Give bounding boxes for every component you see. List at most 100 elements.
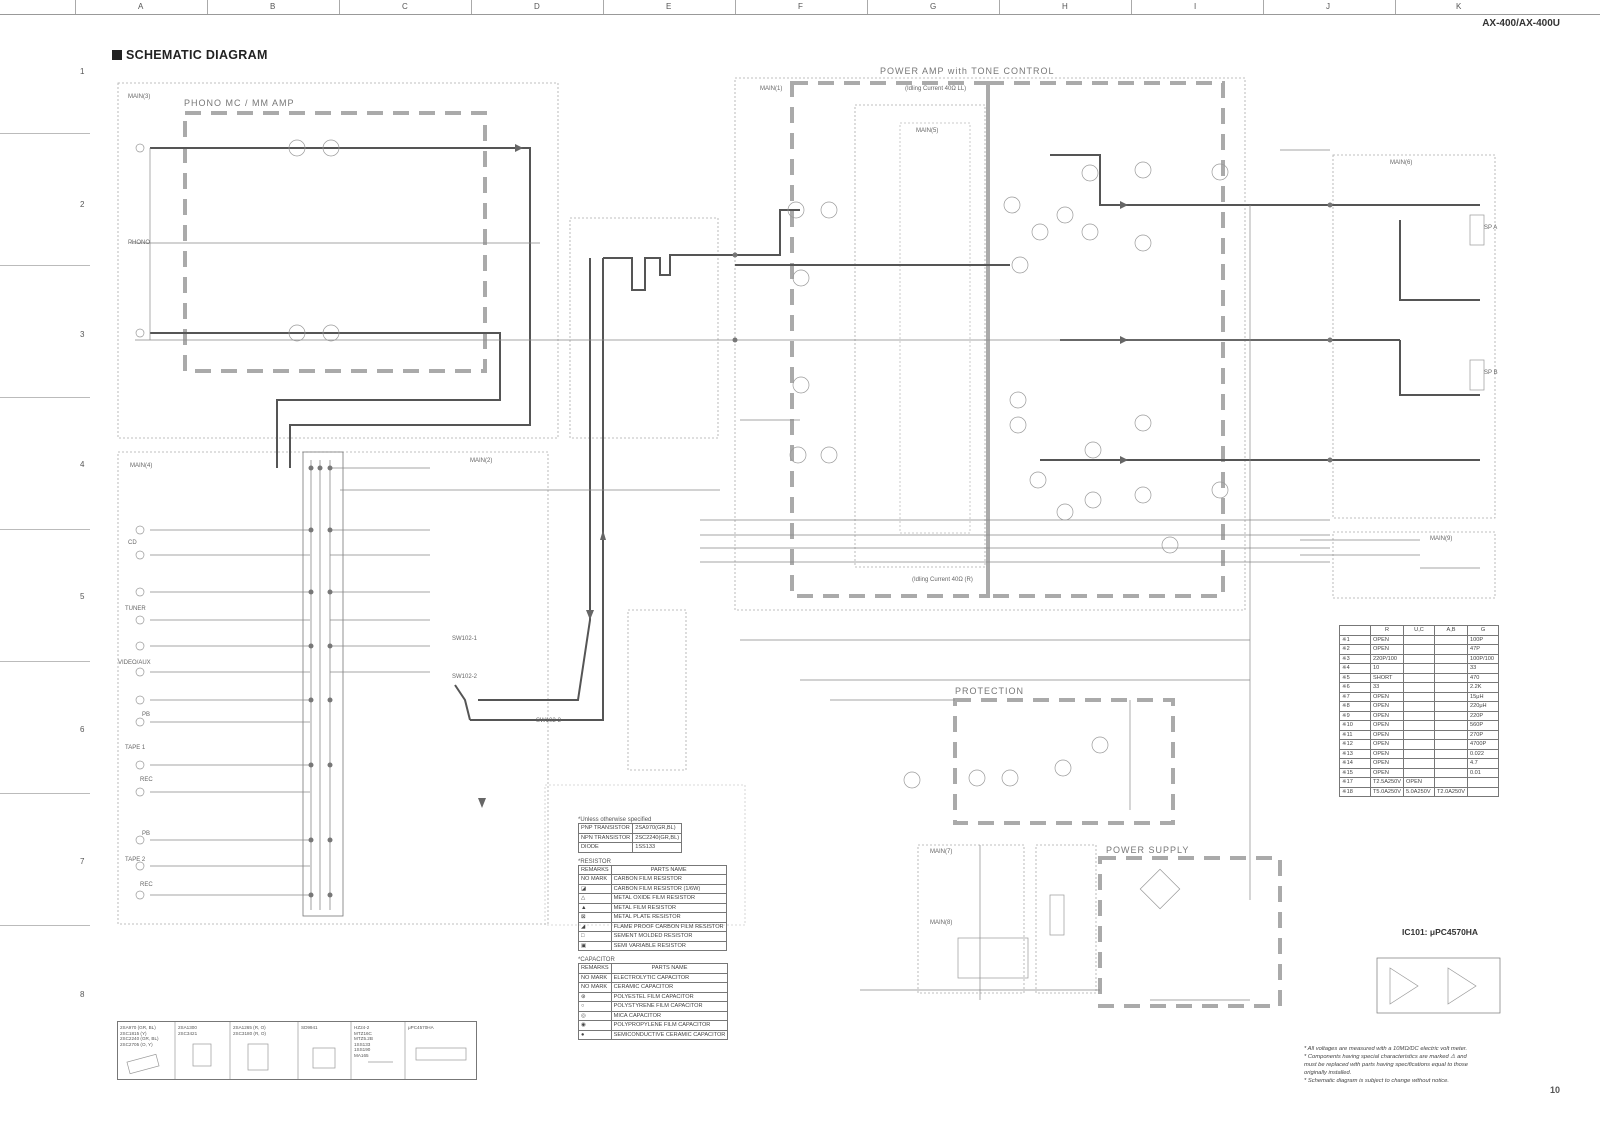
- table-cell: ※2: [1339, 644, 1371, 655]
- speaker-b-label: SP B: [1484, 370, 1498, 376]
- col-label-e: E: [666, 2, 672, 11]
- input-tape1-label: TAPE 1: [125, 745, 146, 751]
- table-cell: POLYPROPYLENE FILM CAPACITOR: [610, 1020, 729, 1031]
- footnotes: * All voltages are measured with a 10MΩ/…: [1304, 1045, 1534, 1085]
- block-main1: MAIN(1): [760, 86, 783, 92]
- package-drawings: [126, 1022, 467, 1079]
- tape2-rec-label: REC: [140, 882, 153, 888]
- block-main2: MAIN(2): [470, 458, 493, 464]
- capacitor-table-row: ◉POLYPROPYLENE FILM CAPACITOR: [578, 1020, 729, 1031]
- table-cell: 220P: [1467, 710, 1499, 721]
- capacitor-table-row: ◎MICA CAPACITOR: [578, 1010, 729, 1021]
- table-cell: [1434, 691, 1468, 702]
- speaker-a-label: SP A: [1484, 225, 1498, 231]
- table-cell: ※12: [1339, 739, 1371, 750]
- package-label-5: HZ24-2 MTZ16C MTZ5.2B 1SS133 1SS190 MA16…: [354, 1025, 373, 1058]
- resistor-heading: *RESISTOR: [578, 858, 611, 865]
- table-cell: PNP TRANSISTOR: [577, 823, 634, 834]
- row-label-3: 3: [80, 330, 85, 339]
- table-cell: ※10: [1339, 720, 1371, 731]
- table-cell: SEMENT MOLDED RESISTOR: [610, 931, 727, 942]
- ic-label: IC101: μPC4570HA: [1402, 927, 1479, 937]
- table-header-cell: REMARKS: [578, 864, 612, 875]
- table-cell: [1434, 739, 1468, 750]
- table-cell: [1403, 663, 1435, 674]
- table-cell: 2SC2240(GR,BL): [632, 832, 683, 843]
- col-label-f: F: [798, 2, 803, 11]
- table-cell: ⊛: [578, 991, 612, 1002]
- table-cell: T2.0A250V: [1434, 786, 1468, 797]
- table-cell: 220P/100: [1370, 653, 1404, 664]
- table-cell: OPEN: [1370, 758, 1404, 769]
- table-cell: ※13: [1339, 748, 1371, 759]
- block-main9: MAIN(9): [1430, 536, 1453, 542]
- table-cell: ※11: [1339, 729, 1371, 740]
- table-cell: CERAMIC CAPACITOR: [610, 982, 729, 993]
- table-cell: [1434, 672, 1468, 683]
- table-cell: [1434, 729, 1468, 740]
- resistor-table-row: □SEMENT MOLDED RESISTOR: [578, 931, 727, 942]
- footnote: * Components having special characterist…: [1304, 1054, 1467, 1060]
- package-label-3: 2SA1265 (R, O) 2SC3180 (R, O): [233, 1025, 266, 1036]
- block-main8: MAIN(8): [930, 920, 953, 926]
- spec-notes: *Unless otherwise specified PNP TRANSIST…: [577, 817, 729, 1040]
- table-cell: [1434, 663, 1468, 674]
- table-cell: ▲: [578, 902, 612, 913]
- row-label-7: 7: [80, 857, 85, 866]
- col-label-a: A: [138, 2, 144, 11]
- table-cell: ELECTROLYTIC CAPACITOR: [610, 972, 729, 983]
- col-label-g: G: [930, 2, 937, 11]
- table-cell: ◉: [578, 1020, 612, 1031]
- table-cell: POLYSTYRENE FILM CAPACITOR: [610, 1001, 729, 1012]
- capacitor-table-row: ○POLYSTYRENE FILM CAPACITOR: [578, 1001, 729, 1012]
- table-cell: [1403, 691, 1435, 702]
- table-cell: ※7: [1339, 691, 1371, 702]
- package-label-2: 2SA1300 2SC3421: [178, 1025, 198, 1036]
- package-label-6: μPC4570HA: [408, 1025, 434, 1030]
- table-cell: [1434, 720, 1468, 731]
- block-main6: MAIN(6): [1390, 160, 1413, 166]
- table-cell: SEMI VARIABLE RESISTOR: [610, 940, 727, 951]
- table-cell: [1434, 701, 1468, 712]
- table-cell: ◎: [578, 1010, 612, 1021]
- input-cd-label: CD: [128, 540, 137, 546]
- table-cell: 470: [1467, 672, 1499, 683]
- table-header-cell: U,C: [1403, 625, 1435, 636]
- table-cell: [1434, 748, 1468, 759]
- phono-amp-title: PHONO MC / MM AMP: [184, 98, 295, 108]
- table-cell: [1403, 634, 1435, 645]
- row-label-5: 5: [80, 592, 85, 601]
- table-cell: 47P: [1467, 644, 1499, 655]
- column-grid: [0, 0, 1600, 15]
- table-cell: ※4: [1339, 663, 1371, 674]
- table-cell: [1434, 682, 1468, 693]
- table-cell: ※5: [1339, 672, 1371, 683]
- col-label-b: B: [270, 2, 276, 11]
- table-cell: [1403, 644, 1435, 655]
- table-cell: METAL OXIDE FILM RESISTOR: [610, 893, 727, 904]
- page-title-text: SCHEMATIC DIAGRAM: [126, 48, 268, 62]
- table-cell: [1403, 672, 1435, 683]
- table-cell: 100P: [1467, 634, 1499, 645]
- footnote: must be replaced with parts having speci…: [1304, 1062, 1469, 1068]
- table-cell: △: [578, 893, 612, 904]
- table-cell: 33: [1370, 682, 1404, 693]
- col-label-h: H: [1062, 2, 1068, 11]
- table-cell: OPEN: [1370, 710, 1404, 721]
- table-cell: SEMICONDUCTIVE CERAMIC CAPACITOR: [610, 1029, 729, 1040]
- table-cell: □: [578, 931, 612, 942]
- page-number: 10: [1549, 1085, 1560, 1095]
- table-cell: NO MARK: [578, 874, 612, 885]
- table-cell: [1467, 777, 1499, 788]
- table-cell: [1403, 748, 1435, 759]
- table-cell: OPEN: [1370, 644, 1404, 655]
